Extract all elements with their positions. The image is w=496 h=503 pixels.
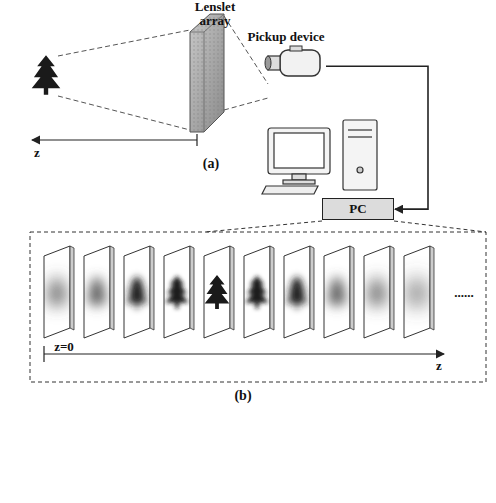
panel-label: (a) [196, 156, 226, 171]
axis-label: z=0 [48, 340, 80, 354]
computer [262, 120, 377, 194]
object-tree [32, 55, 61, 95]
z-axis [32, 134, 197, 146]
data-transfer-arrow [326, 66, 428, 209]
part-label: Lenslet array [180, 0, 250, 29]
node-label: PC [331, 202, 385, 216]
axis-label: ...... [446, 286, 482, 300]
axis-label: z [30, 146, 44, 160]
zoom-region [30, 221, 486, 382]
panel-label: (b) [226, 388, 260, 403]
pickup-device: Pickup device [246, 30, 326, 80]
axis-label: z [432, 359, 446, 373]
lenslet-array [190, 14, 224, 132]
process-box: PC [322, 198, 394, 220]
reconstructed-planes [44, 246, 434, 338]
z-axis [44, 346, 444, 362]
ray-lines [58, 16, 268, 130]
node-label: Pickup device [246, 30, 326, 44]
camera-icon [246, 44, 326, 80]
